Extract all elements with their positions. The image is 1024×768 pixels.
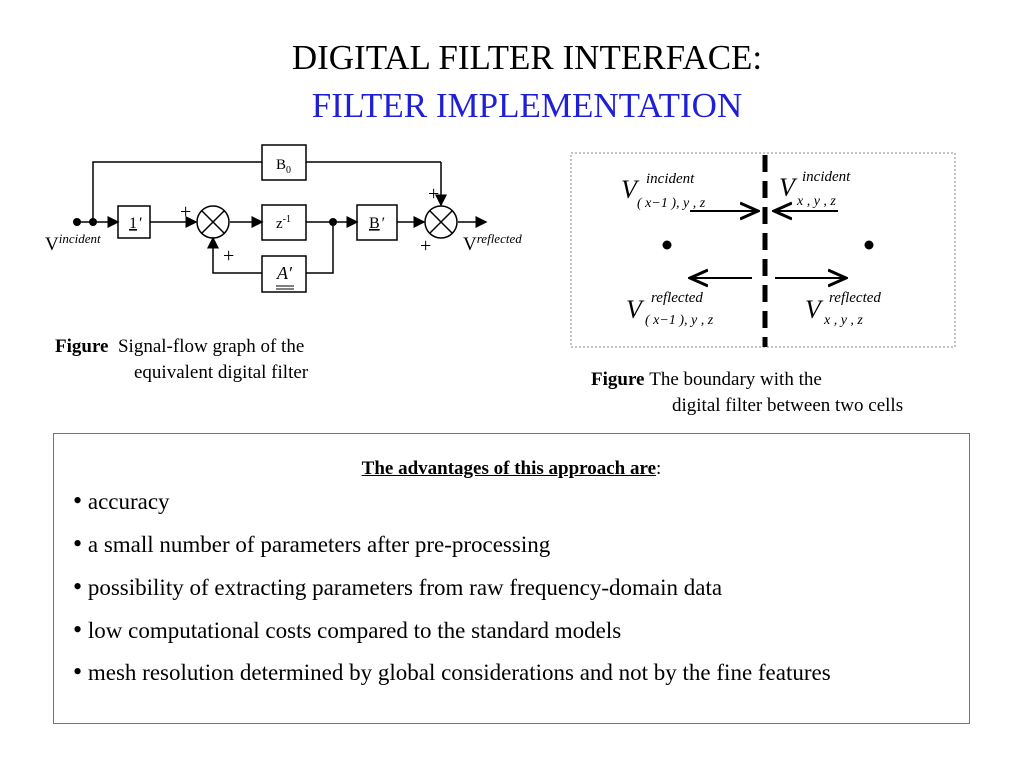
b0-label: B [276,157,286,173]
z-delay-block [261,204,307,241]
svg-text:B0: B0 [276,157,291,176]
b-label: B [369,215,380,232]
b-prime-block [356,204,398,241]
right-caption-line-2: digital filter between two cells [672,395,904,416]
svg-text:Vincident: Vincident [45,231,101,255]
v-incident-right: V [779,173,798,202]
svg-text:incident: incident [802,169,851,185]
boundary-diagram: V incident ( x−1 ), y , z V incident x ,… [570,152,956,348]
b0-block [261,144,307,181]
title-line-2: FILTER IMPLEMENTATION [311,86,743,125]
summing-junction-1 [196,205,230,239]
title-line-1: DIGITAL FILTER INTERFACE: [291,38,763,77]
input-node [73,218,81,226]
v-incident-left: V [621,175,640,204]
a-prime-block [261,255,307,293]
svg-text:x , y , z: x , y , z [823,313,863,328]
right-caption-line-1: Figure The boundary with the [591,369,822,390]
svg-text:B′: B′ [369,215,385,232]
svg-text:( x−1 ), y , z: ( x−1 ), y , z [637,196,706,211]
advantages-heading: The advantages of this approach are: [361,458,662,479]
left-cell-node [662,240,672,250]
v-reflected-sup: reflected [477,231,522,246]
one-label: 1 [129,215,137,232]
branch-node-2 [329,218,337,226]
advantages-box [53,433,970,724]
summing-junction-2 [424,205,458,239]
branch-node-1 [89,218,97,226]
v-reflected-symbol: V [463,234,477,255]
svg-text:1′: 1′ [129,215,143,232]
left-caption-line-2: equivalent digital filter [134,362,309,383]
right-cell-node [864,240,874,250]
v-incident-sup: incident [59,231,101,246]
one-prime-block [117,205,151,239]
list-item: • accuracy [73,486,170,515]
list-item: • possibility of extracting parameters f… [73,572,723,601]
v-reflected-right: V [805,295,824,324]
list-item: • mesh resolution determined by global c… [73,657,831,686]
plus-4: + [420,235,431,257]
list-item: • low computational costs compared to th… [73,615,622,644]
svg-text:reflected: reflected [651,290,703,306]
svg-text:incident: incident [646,171,695,187]
plus-1: + [180,201,191,223]
svg-text:z-1: z-1 [276,214,291,232]
svg-text:x , y , z: x , y , z [796,194,836,209]
plus-2: + [223,245,234,267]
list-item: • a small number of parameters after pre… [73,529,551,558]
v-incident-symbol: V [45,234,59,255]
a-label: A′ [276,263,293,283]
plus-3: + [428,183,439,205]
svg-text:( x−1 ), y , z: ( x−1 ), y , z [645,313,714,328]
z-label: z [276,216,283,232]
left-caption-line-1: Figure Signal-flow graph of the [55,336,305,357]
signal-flow-diagram: B0 1′ z-1 B′ A′ + + + + Vincident Vrefle… [45,144,522,293]
svg-text:Vreflected: Vreflected [463,231,522,255]
svg-text:reflected: reflected [829,290,881,306]
v-reflected-left: V [626,295,645,324]
